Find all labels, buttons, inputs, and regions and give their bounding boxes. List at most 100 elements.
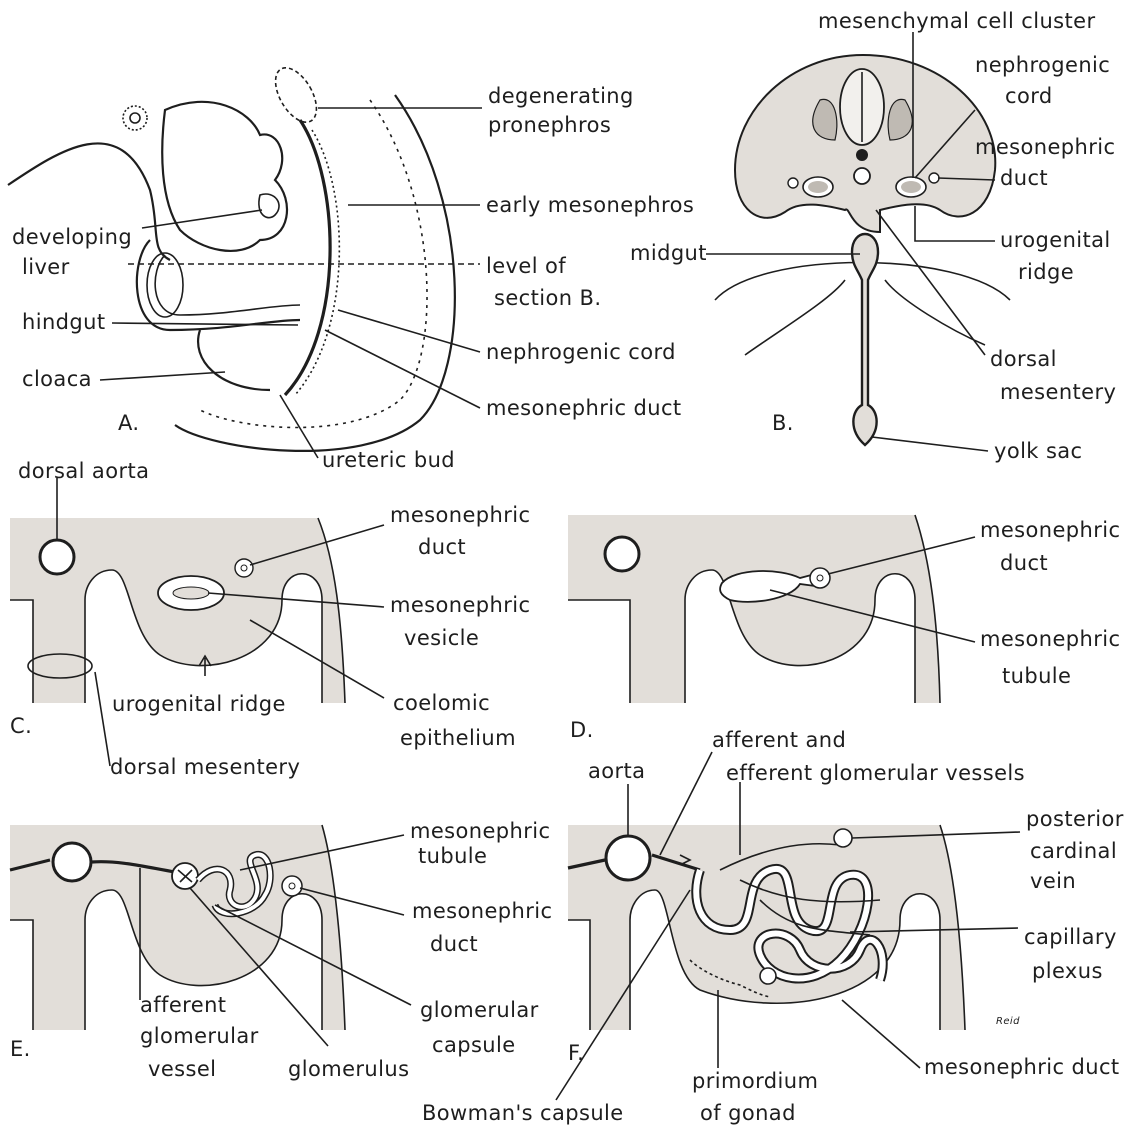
leader-nephrogenic-cord — [338, 310, 480, 352]
label-ridge-b: ridge — [1018, 260, 1074, 284]
leader-duct-e — [300, 888, 404, 915]
label-mesonephric-duct: mesonephric duct — [486, 396, 682, 420]
mesonephric-duct-right — [929, 173, 939, 183]
label-tubule-e: tubule — [418, 844, 487, 868]
lateral-fold-left — [745, 280, 845, 355]
label-afferent-e: afferent — [140, 993, 226, 1017]
panel-a-sagittal-embryo: degenerating pronephros early mesonephro… — [8, 61, 694, 472]
panel-b-cross-section: mesenchymal cell cluster nephrogenic cor… — [630, 9, 1116, 463]
label-section-b: section B. — [494, 286, 601, 310]
heart-liver-region — [162, 102, 287, 251]
pronephros-outline — [267, 61, 325, 129]
label-nephrogenic-cord: nephrogenic cord — [486, 340, 676, 364]
panel-letter-e: E. — [10, 1037, 31, 1061]
dorsal-aorta-e — [53, 843, 91, 881]
liver-bud — [259, 194, 279, 218]
label-of-gonad: of gonad — [700, 1101, 796, 1125]
leader-mesonephric-duct-f — [842, 1000, 920, 1068]
label-dorsal-b: dorsal — [990, 347, 1057, 371]
label-vessel-e: vessel — [148, 1057, 216, 1081]
label-primordium: primordium — [692, 1069, 818, 1093]
label-mesonephric-b: mesonephric — [975, 135, 1115, 159]
label-mesonephric-d1: mesonephric — [980, 518, 1120, 542]
panel-letter-d: D. — [570, 718, 594, 742]
label-plexus: plexus — [1032, 959, 1103, 983]
label-duct-e: duct — [430, 932, 478, 956]
mesonephric-duct-c — [235, 559, 253, 577]
label-aorta: aorta — [588, 759, 645, 783]
label-cord-b: cord — [1005, 84, 1053, 108]
label-epithelium: epithelium — [400, 726, 516, 750]
label-nephrogenic-b: nephrogenic — [975, 53, 1110, 77]
label-early-mesonephros: early mesonephros — [486, 193, 694, 217]
label-duct-d: duct — [1000, 551, 1048, 575]
leader-cloaca — [100, 372, 225, 380]
label-mesonephric-duct-f: mesonephric duct — [924, 1055, 1120, 1079]
mesonephric-duct-d — [810, 568, 830, 588]
panel-letter-b: B. — [772, 411, 794, 435]
label-bowmans-capsule: Bowman's capsule — [422, 1101, 624, 1125]
label-glomerulus: glomerulus — [288, 1057, 409, 1081]
lens-icon — [130, 113, 140, 123]
vesicle-lumen-c — [173, 587, 209, 599]
mesonephros-column — [285, 120, 330, 395]
label-mesonephric-c2: mesonephric — [390, 593, 530, 617]
gut-lumen — [147, 253, 183, 317]
label-mesonephric-d2: mesonephric — [980, 627, 1120, 651]
label-mesonephric-e2: mesonephric — [412, 899, 552, 923]
label-cardinal: cardinal — [1030, 839, 1117, 863]
panel-letter-c: C. — [10, 714, 32, 738]
label-afferent-and: afferent and — [712, 728, 846, 752]
label-vein: vein — [1030, 869, 1076, 893]
label-glomerular-capsule-1: glomerular — [420, 998, 539, 1022]
label-coelomic: coelomic — [393, 691, 490, 715]
leader-dorsal-mesentery-c — [95, 672, 110, 766]
panel-letter-a: A. — [118, 411, 139, 435]
label-yolk-sac: yolk sac — [994, 439, 1083, 463]
dorsal-aorta-c — [40, 540, 74, 574]
midgut-yolk-stalk — [852, 234, 878, 445]
leader-coelomic-epithelium — [250, 620, 384, 698]
label-vesicle-c: vesicle — [404, 626, 479, 650]
artist-signature: Reid — [996, 1016, 1020, 1027]
panel-c-mesonephric-vesicle: dorsal aorta mesonephric duct mesonephri… — [10, 459, 530, 779]
label-developing: developing — [12, 225, 132, 249]
eye-vesicle-icon — [123, 106, 147, 130]
aorta-b — [854, 168, 870, 184]
mesonephric-duct-f — [760, 968, 776, 984]
label-capillary: capillary — [1024, 925, 1117, 949]
leader-dorsal-mesentery-b — [876, 210, 985, 355]
label-ureteric-bud: ureteric bud — [322, 448, 455, 472]
panel-f-mesonephros-vasculature: afferent and efferent glomerular vessels… — [422, 728, 1124, 1125]
leader-yolk-sac — [872, 437, 988, 451]
label-urogenital-b: urogenital — [1000, 228, 1111, 252]
label-efferent-glomerular-vessels: efferent glomerular vessels — [726, 761, 1025, 785]
nephrogenic-cord-left-fill — [808, 181, 828, 193]
label-glomerular-capsule-2: capsule — [432, 1033, 516, 1057]
mesonephric-duct-e — [282, 876, 302, 896]
leader-liver — [142, 210, 262, 228]
label-cloaca: cloaca — [22, 367, 92, 391]
label-urogenital-ridge-c: urogenital ridge — [112, 692, 286, 716]
label-posterior: posterior — [1026, 807, 1124, 831]
label-mesonephric-c1: mesonephric — [390, 503, 530, 527]
label-pronephros: pronephros — [488, 113, 611, 137]
panel-d-mesonephric-tubule: mesonephric duct mesonephric tubule D. — [568, 515, 1120, 742]
label-mesonephric-e1: mesonephric — [410, 819, 550, 843]
label-degenerating: degenerating — [488, 84, 634, 108]
nephrogenic-cord-right-fill — [901, 181, 921, 193]
mesonephric-duct-left — [788, 178, 798, 188]
panel-e-glomerulus: mesonephric tubule mesonephric duct affe… — [10, 819, 552, 1081]
dorsal-aorta-d — [605, 537, 639, 571]
label-hindgut: hindgut — [22, 310, 105, 334]
nephrogenic-cord-column — [295, 130, 339, 395]
label-mesentery-b: mesentery — [1000, 380, 1116, 404]
posterior-cardinal-vein — [834, 829, 852, 847]
label-duct-c: duct — [418, 535, 466, 559]
panel-letter-f: F. — [568, 1041, 584, 1065]
label-glomerular-e: glomerular — [140, 1024, 259, 1048]
label-mesenchymal-cell-cluster: mesenchymal cell cluster — [818, 9, 1096, 33]
label-liver: liver — [22, 255, 70, 279]
